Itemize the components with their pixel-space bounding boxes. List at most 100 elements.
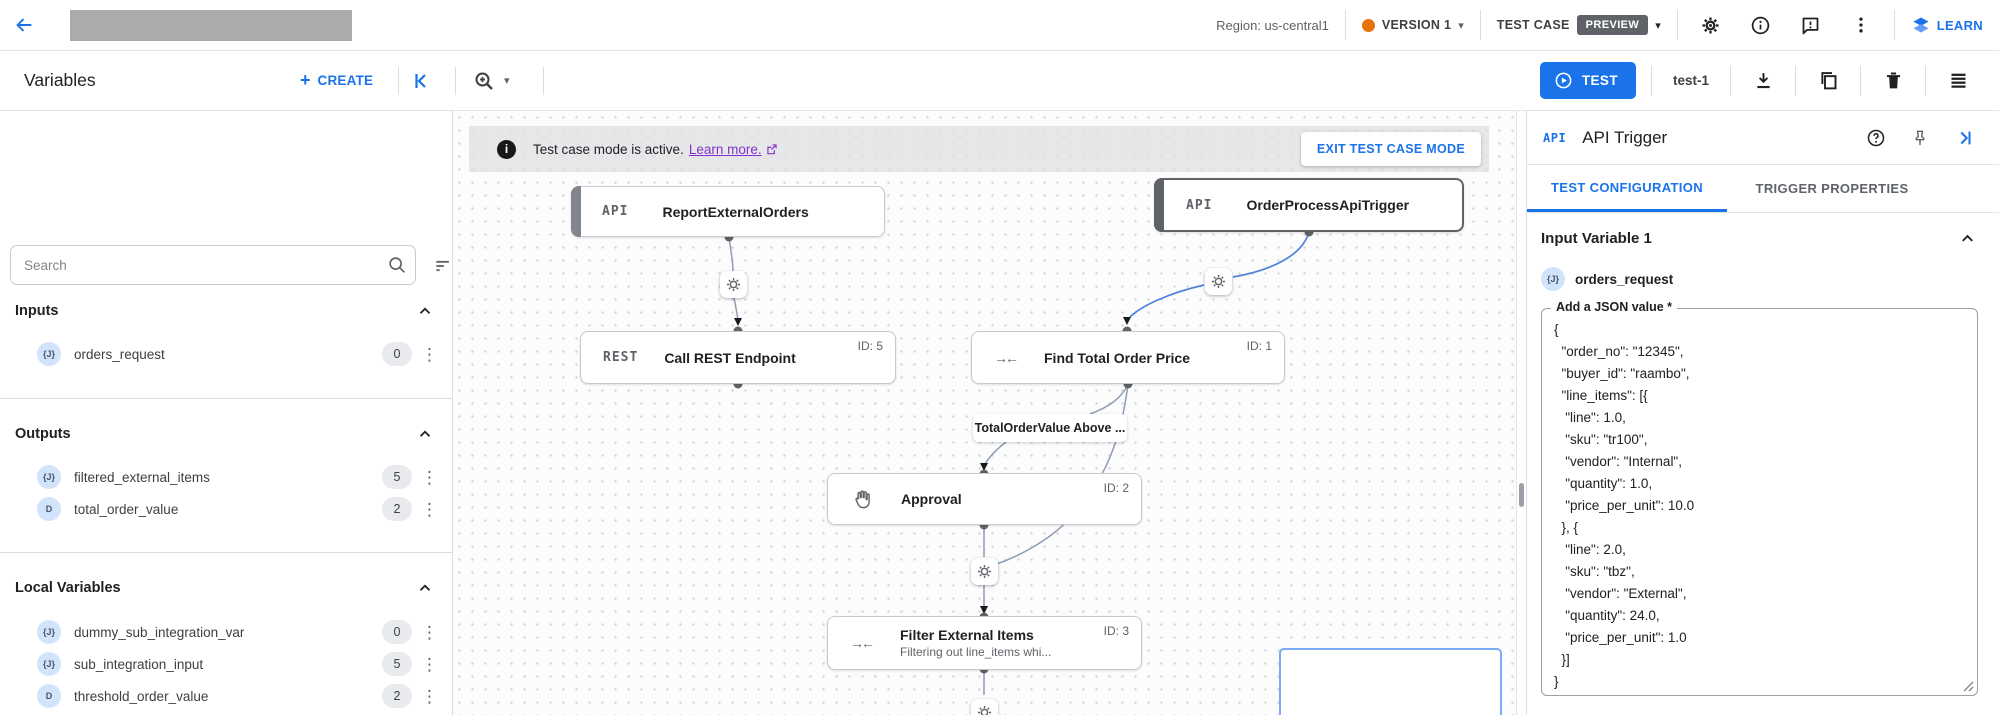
section-title: Inputs bbox=[15, 303, 59, 319]
edge-settings-button[interactable] bbox=[971, 558, 998, 585]
learn-button[interactable]: LEARN bbox=[1911, 15, 1983, 35]
node-approval[interactable]: Approval ID: 2 bbox=[827, 473, 1142, 525]
exit-test-case-mode-button[interactable]: EXIT TEST CASE MODE bbox=[1300, 132, 1481, 166]
row-menu-icon[interactable]: ⋮ bbox=[421, 499, 438, 519]
canvas-scrollbar[interactable] bbox=[1516, 111, 1526, 715]
help-button[interactable] bbox=[1859, 121, 1893, 155]
chevron-up-icon bbox=[419, 430, 431, 437]
row-menu-icon[interactable]: ⋮ bbox=[421, 344, 438, 364]
variable-name: filtered_external_items bbox=[74, 469, 210, 485]
collapse-panel-button[interactable] bbox=[410, 51, 434, 110]
help-icon bbox=[1867, 129, 1885, 146]
zoom-dropdown[interactable]: ▾ bbox=[472, 51, 510, 110]
json-value-field[interactable]: Add a JSON value * { "order_no": "12345"… bbox=[1541, 300, 1978, 696]
download-button[interactable] bbox=[1746, 64, 1780, 98]
section-title: Outputs bbox=[15, 426, 71, 442]
api-badge: API bbox=[1543, 130, 1567, 145]
collapse-left-icon bbox=[415, 73, 426, 88]
variables-panel: Inputs {J} orders_request 0 ⋮ Outputs {J… bbox=[0, 111, 453, 715]
variable-row[interactable]: D threshold_order_value 2 ⋮ bbox=[0, 681, 452, 711]
test-button[interactable]: TEST bbox=[1539, 62, 1636, 99]
play-circle-icon bbox=[1555, 72, 1572, 89]
test-case-name[interactable]: test-1 bbox=[1672, 73, 1709, 88]
panel-title: API Trigger bbox=[1582, 127, 1668, 147]
node-filter-external-items[interactable]: →← Filter External Items Filtering out l… bbox=[827, 616, 1142, 670]
node-order-process-api-trigger[interactable]: API OrderProcessApiTrigger bbox=[1154, 178, 1464, 232]
edge-condition-label[interactable]: TotalOrderValue Above ... bbox=[973, 414, 1127, 442]
edge-settings-button[interactable] bbox=[1205, 268, 1232, 295]
test-button-label: TEST bbox=[1581, 73, 1618, 88]
learn-more-link[interactable]: Learn more. bbox=[688, 141, 762, 157]
row-menu-icon[interactable]: ⋮ bbox=[421, 622, 438, 642]
trash-icon bbox=[1886, 72, 1900, 89]
log-list-button[interactable] bbox=[1941, 64, 1975, 98]
collapse-section-button[interactable] bbox=[416, 425, 434, 443]
collapse-section-button[interactable] bbox=[416, 302, 434, 320]
resize-handle-icon[interactable] bbox=[1962, 680, 1974, 692]
back-button[interactable] bbox=[0, 14, 48, 36]
api-trigger-config-panel: API API Trigger TEST CONFIGURATION TRIGG… bbox=[1526, 111, 1999, 715]
tab-test-configuration[interactable]: TEST CONFIGURATION bbox=[1527, 165, 1727, 212]
rest-task-badge: REST bbox=[603, 350, 639, 365]
settings-button[interactable] bbox=[1694, 8, 1728, 42]
edge-settings-button[interactable] bbox=[720, 271, 747, 298]
variable-row[interactable]: {J} dummy_sub_integration_var 0 ⋮ bbox=[0, 617, 452, 647]
row-menu-icon[interactable]: ⋮ bbox=[421, 467, 438, 487]
info-button[interactable] bbox=[1744, 8, 1778, 42]
node-report-external-orders[interactable]: API ReportExternalOrders bbox=[571, 186, 885, 237]
divider bbox=[0, 552, 452, 553]
row-menu-icon[interactable]: ⋮ bbox=[421, 686, 438, 706]
node-call-rest-endpoint[interactable]: REST Call REST Endpoint ID: 5 bbox=[580, 331, 896, 384]
variable-row[interactable]: {J} sub_integration_input 5 ⋮ bbox=[0, 649, 452, 679]
topbar-right-group: Region: us-central1 VERSION 1 ▾ TEST CAS… bbox=[1216, 8, 1999, 42]
divider bbox=[543, 67, 544, 95]
node-find-total-order-price[interactable]: →← Find Total Order Price ID: 1 bbox=[971, 331, 1285, 384]
pin-button[interactable] bbox=[1903, 121, 1937, 155]
json-type-icon: {J} bbox=[37, 652, 61, 676]
json-type-icon: {J} bbox=[37, 342, 61, 366]
node-title: Approval bbox=[901, 491, 962, 507]
node-title: Find Total Order Price bbox=[1044, 349, 1190, 366]
json-value-text[interactable]: { "order_no": "12345", "buyer_id": "raam… bbox=[1554, 322, 1695, 689]
collapse-panel-button[interactable] bbox=[1947, 121, 1981, 155]
info-icon: i bbox=[497, 139, 516, 159]
create-variable-button[interactable]: + CREATE bbox=[300, 51, 373, 110]
test-case-dropdown[interactable]: TEST CASE PREVIEW ▾ bbox=[1497, 15, 1661, 35]
usage-count-badge: 2 bbox=[382, 497, 412, 521]
tab-trigger-properties[interactable]: TRIGGER PROPERTIES bbox=[1755, 181, 1909, 196]
divider bbox=[398, 67, 399, 95]
search-input[interactable] bbox=[10, 245, 416, 285]
note-box[interactable] bbox=[1279, 648, 1502, 715]
version-dropdown[interactable]: VERSION 1 ▾ bbox=[1361, 18, 1464, 32]
section-header-outputs: Outputs bbox=[0, 422, 452, 446]
data-mapping-icon: →← bbox=[850, 635, 875, 651]
chevron-up-icon bbox=[419, 584, 431, 591]
variable-name: total_order_value bbox=[74, 501, 179, 517]
collapse-right-icon bbox=[1960, 131, 1971, 144]
delete-button[interactable] bbox=[1876, 64, 1910, 98]
usage-count-badge: 0 bbox=[382, 342, 412, 366]
variable-row[interactable]: D total_order_value 2 ⋮ bbox=[0, 494, 452, 524]
row-menu-icon[interactable]: ⋮ bbox=[421, 654, 438, 674]
variable-row[interactable]: {J} orders_request 0 ⋮ bbox=[0, 339, 452, 369]
more-menu-button[interactable] bbox=[1844, 8, 1878, 42]
node-id-label: ID: 2 bbox=[1103, 481, 1129, 495]
region-label: Region: us-central1 bbox=[1216, 17, 1329, 33]
sort-filter-icon[interactable] bbox=[433, 256, 453, 276]
feedback-button[interactable] bbox=[1794, 8, 1828, 42]
external-link-icon bbox=[766, 144, 777, 155]
duplicate-button[interactable] bbox=[1811, 64, 1845, 98]
pin-icon bbox=[1915, 130, 1925, 145]
integration-canvas[interactable]: i Test case mode is active. Learn more. … bbox=[453, 111, 1526, 715]
edge-settings-button[interactable] bbox=[971, 699, 998, 715]
double-type-icon: D bbox=[37, 497, 61, 521]
input-variable-title: Input Variable 1 bbox=[1541, 230, 1652, 247]
scrollbar-thumb[interactable] bbox=[1519, 483, 1524, 507]
toolbar: Variables + CREATE ▾ TEST test-1 bbox=[0, 51, 1999, 111]
variable-row[interactable]: {J} filtered_external_items 5 ⋮ bbox=[0, 462, 452, 492]
collapse-section-button[interactable] bbox=[416, 579, 434, 597]
collapse-section-button[interactable] bbox=[1958, 229, 1977, 248]
divider bbox=[1893, 10, 1895, 40]
more-vertical-icon bbox=[1859, 17, 1863, 33]
